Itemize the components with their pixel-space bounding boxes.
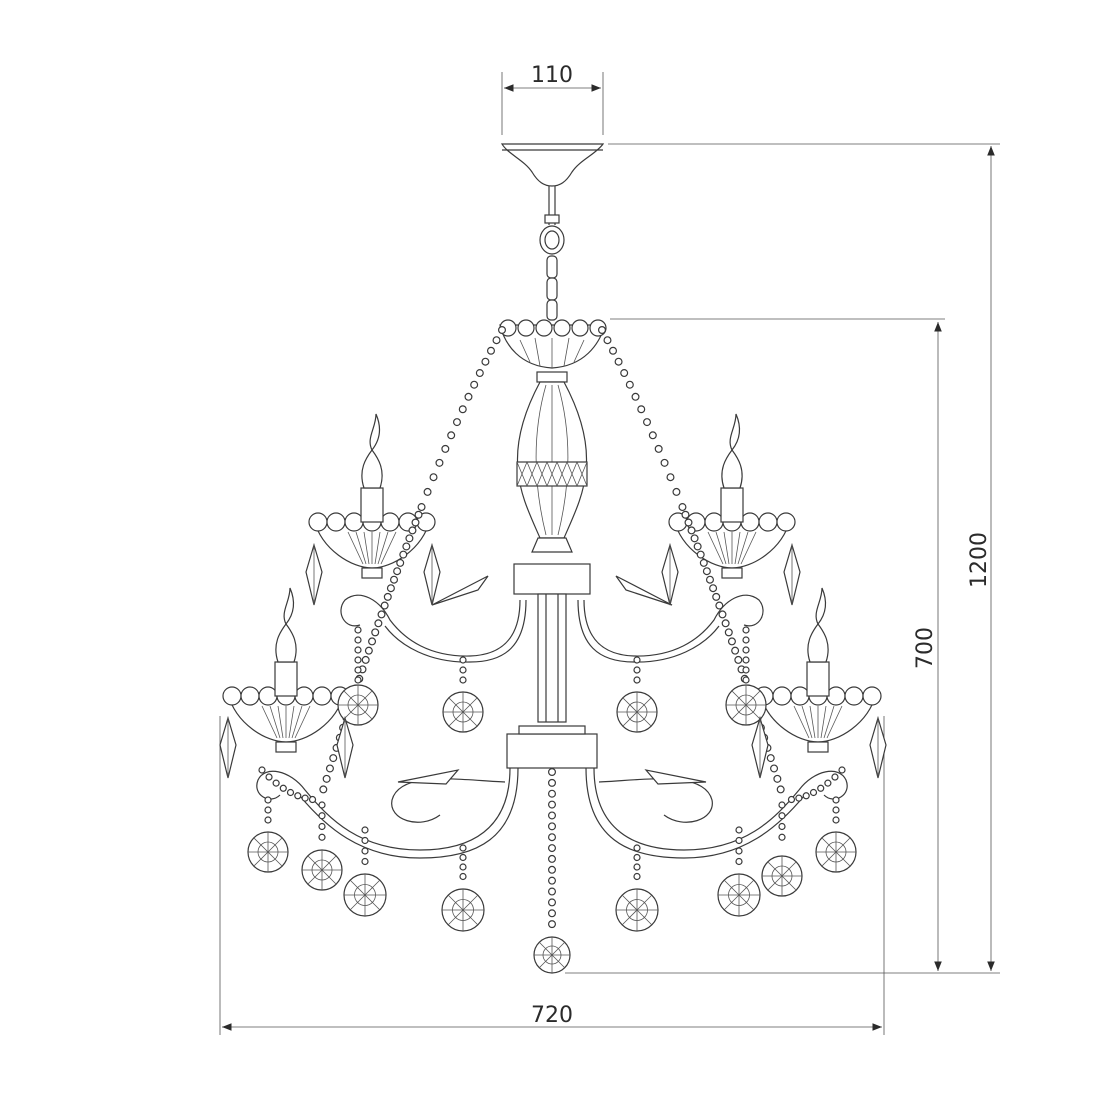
pendant-crystals (219, 542, 887, 974)
canopy (500, 143, 605, 225)
dimension-canopy-width: 110 (501, 63, 604, 135)
top-crown (499, 319, 607, 369)
lower-arms (256, 767, 848, 859)
chain (539, 225, 565, 321)
dimension-overall-width: 720 (219, 716, 885, 1035)
dimension-body-height: 700 (610, 318, 945, 971)
body-height-label: 700 (913, 627, 938, 669)
dimension-total-height: 1200 (565, 143, 1000, 974)
upper-arms (340, 594, 764, 663)
leaf-crystals (397, 575, 707, 785)
canopy-width-label: 110 (531, 63, 573, 88)
total-height-label: 1200 (967, 532, 992, 588)
central-column (506, 371, 598, 769)
overall-width-label: 720 (531, 1003, 573, 1028)
bead-swags (258, 326, 846, 929)
